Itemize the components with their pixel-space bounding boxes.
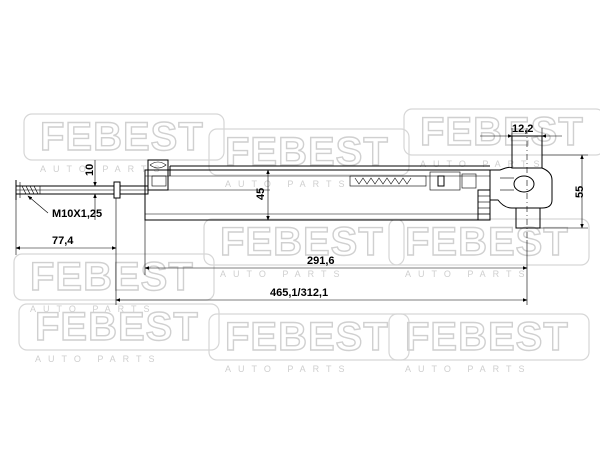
watermark-brand: FEBEST (420, 110, 584, 154)
watermark-logo: FEBEST AUTO PARTS (403, 108, 600, 169)
watermark-logo: FEBEST AUTO PARTS (23, 113, 225, 174)
watermark-logo: FEBEST AUTO PARTS (208, 313, 410, 374)
watermark-sub: AUTO PARTS (35, 354, 162, 364)
watermark-logo: FEBEST AUTO PARTS (388, 218, 590, 279)
body-length-label: 291,6 (307, 255, 335, 267)
watermark-logo: FEBEST AUTO PARTS (18, 303, 220, 364)
rod-length-label: 77,4 (52, 235, 74, 247)
body-cylinder (144, 159, 491, 221)
body-diameter-label: 45 (255, 188, 267, 200)
watermark-brand: FEBEST (405, 315, 569, 359)
dimension-labels: 12,2 55 45 10 M10X1,25 77,4 291,6 465,1/… (52, 123, 586, 299)
watermark-brand: FEBEST (30, 255, 194, 299)
shock-absorber (15, 128, 553, 240)
rod-diameter-label: 10 (84, 164, 96, 176)
watermark-sub: AUTO PARTS (420, 159, 547, 169)
piston-rod (15, 180, 115, 200)
watermark-sub: AUTO PARTS (405, 269, 532, 279)
thread-label: M10X1,25 (52, 208, 102, 220)
watermark-logo: FEBEST AUTO PARTS (208, 128, 410, 189)
watermark-brand: FEBEST (220, 220, 384, 264)
lower-mount (490, 128, 553, 240)
dimension-lines (15, 128, 588, 305)
watermark-brand: FEBEST (225, 130, 389, 174)
watermark-sub: AUTO PARTS (225, 364, 352, 374)
mount-width-label: 12,2 (512, 123, 533, 135)
watermark-sub: AUTO PARTS (225, 179, 352, 189)
watermark-logo: FEBEST AUTO PARTS (13, 253, 215, 314)
watermark-brand: FEBEST (35, 305, 199, 349)
watermark-brand: FEBEST (225, 315, 389, 359)
mount-height-label: 55 (574, 186, 586, 198)
watermark-sub: AUTO PARTS (405, 364, 532, 374)
watermark-group: FEBEST AUTO PARTS FEBEST AUTO PARTS FEBE… (13, 108, 600, 374)
watermark-logo: FEBEST AUTO PARTS (203, 218, 405, 279)
watermark-brand: FEBEST (40, 115, 204, 159)
watermark-sub: AUTO PARTS (40, 164, 167, 174)
total-length-label: 465,1/312,1 (270, 287, 328, 299)
watermark-sub: AUTO PARTS (220, 269, 347, 279)
watermark-sub: AUTO PARTS (30, 304, 157, 314)
watermark-logo: FEBEST AUTO PARTS (388, 313, 590, 374)
watermark-brand: FEBEST (405, 220, 569, 264)
